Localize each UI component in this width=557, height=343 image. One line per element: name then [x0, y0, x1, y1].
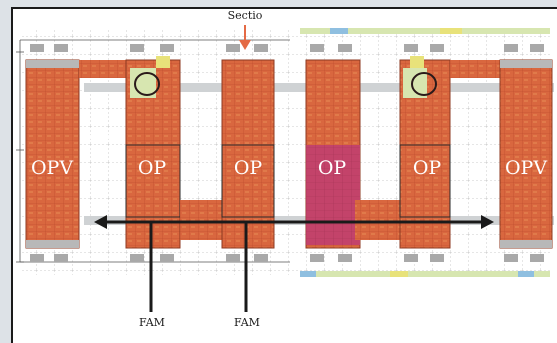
label-op-1: OP: [138, 157, 167, 179]
label-opv-left: OPV: [31, 157, 73, 179]
fam-lines: [149, 222, 248, 312]
label-op-3: OP: [318, 157, 347, 179]
label-fam-1: FAM: [139, 316, 165, 329]
stair-ellipse-right: [411, 72, 437, 96]
stair-ellipse-left: [134, 72, 160, 96]
section-label: Sectio: [228, 9, 263, 22]
horizontal-double-arrow: [94, 215, 494, 229]
label-opv-right: OPV: [505, 157, 547, 179]
left-building: [25, 56, 275, 249]
service-blocks: [30, 44, 544, 262]
right-building: [305, 56, 553, 249]
right-plan-border: [300, 28, 550, 277]
label-fam-2: FAM: [234, 316, 260, 329]
label-op-2: OP: [234, 157, 263, 179]
label-op-4: OP: [413, 157, 442, 179]
section-arrow: [239, 25, 251, 50]
